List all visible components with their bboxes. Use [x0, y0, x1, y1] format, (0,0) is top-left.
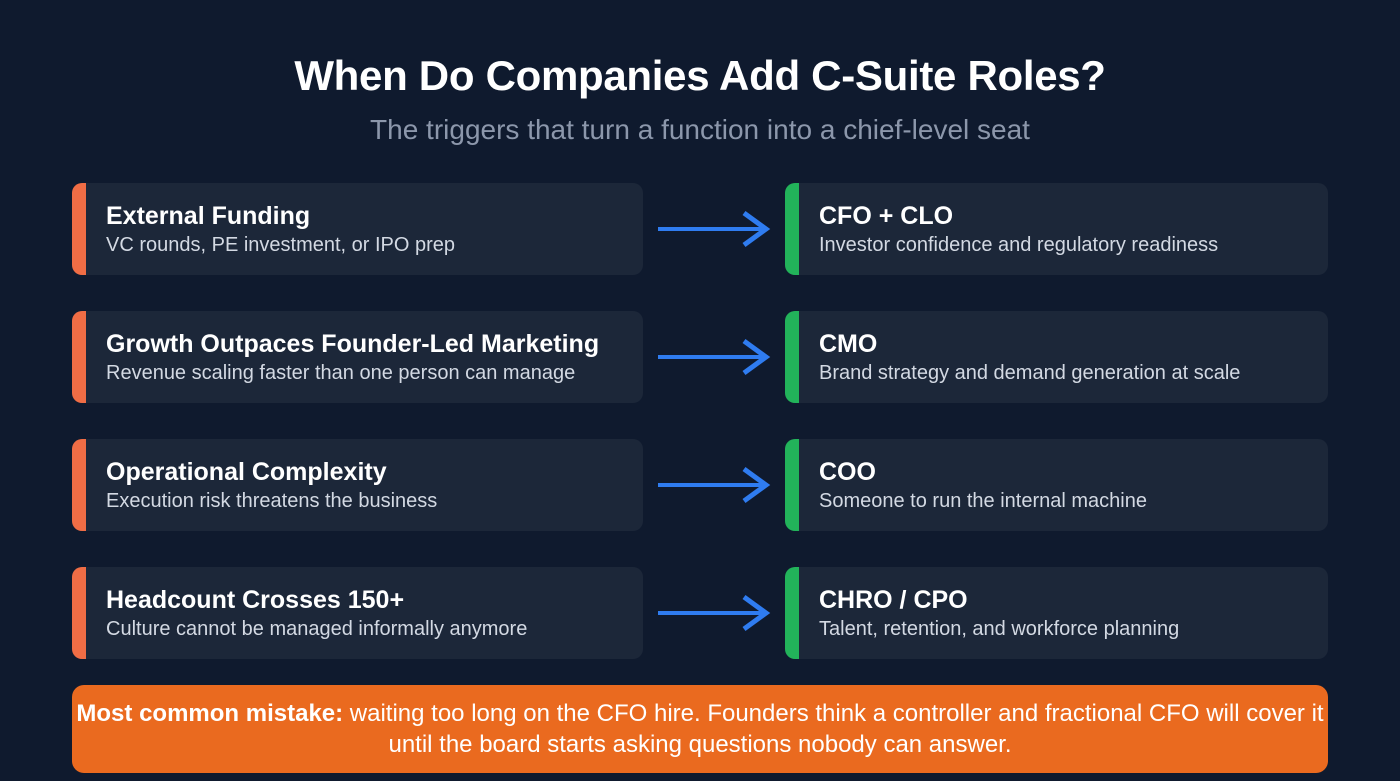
- role-title: CFO + CLO: [819, 202, 954, 230]
- page-title: When Do Companies Add C-Suite Roles?: [294, 52, 1106, 99]
- callout-label: Most common mistake:: [76, 700, 344, 727]
- trigger-title: Headcount Crosses 150+: [106, 586, 405, 614]
- role-title: CHRO / CPO: [819, 586, 968, 614]
- trigger-description: Revenue scaling faster than one person c…: [106, 362, 576, 384]
- role-accent-bar: [785, 439, 799, 531]
- trigger-card: Growth Outpaces Founder-Led Marketing Re…: [72, 311, 643, 403]
- role-description: Talent, retention, and workforce plannin…: [819, 618, 1180, 640]
- trigger-role-row: Headcount Crosses 150+ Culture cannot be…: [0, 567, 1400, 659]
- trigger-accent-bar: [72, 183, 86, 275]
- arrow-right-icon: [658, 466, 771, 504]
- role-title: COO: [819, 458, 876, 486]
- page-subtitle: The triggers that turn a function into a…: [370, 114, 1030, 145]
- trigger-card: Headcount Crosses 150+ Culture cannot be…: [72, 567, 643, 659]
- arrow-right-icon: [658, 338, 771, 376]
- role-card: CFO + CLO Investor confidence and regula…: [785, 183, 1328, 275]
- role-description: Investor confidence and regulatory readi…: [819, 234, 1219, 256]
- role-card: CMO Brand strategy and demand generation…: [785, 311, 1328, 403]
- trigger-card: External Funding VC rounds, PE investmen…: [72, 183, 643, 275]
- trigger-title: Growth Outpaces Founder-Led Marketing: [106, 330, 600, 358]
- role-accent-bar: [785, 311, 799, 403]
- role-description: Someone to run the internal machine: [819, 490, 1147, 512]
- trigger-description: Culture cannot be managed informally any…: [106, 618, 528, 640]
- role-accent-bar: [785, 183, 799, 275]
- mistake-callout: Most common mistake: waiting too long on…: [72, 685, 1328, 773]
- role-description: Brand strategy and demand generation at …: [819, 362, 1241, 384]
- trigger-role-row: External Funding VC rounds, PE investmen…: [0, 183, 1400, 275]
- trigger-title: Operational Complexity: [106, 458, 387, 486]
- role-card: COO Someone to run the internal machine: [785, 439, 1328, 531]
- trigger-title: External Funding: [106, 202, 311, 230]
- arrow-right-icon: [658, 594, 771, 632]
- role-accent-bar: [785, 567, 799, 659]
- trigger-role-row: Growth Outpaces Founder-Led Marketing Re…: [0, 311, 1400, 403]
- arrow-right-icon: [658, 210, 771, 248]
- role-title: CMO: [819, 330, 878, 358]
- role-card: CHRO / CPO Talent, retention, and workfo…: [785, 567, 1328, 659]
- trigger-role-row: Operational Complexity Execution risk th…: [0, 439, 1400, 531]
- trigger-description: VC rounds, PE investment, or IPO prep: [106, 234, 456, 256]
- trigger-description: Execution risk threatens the business: [106, 490, 438, 512]
- trigger-accent-bar: [72, 439, 86, 531]
- trigger-accent-bar: [72, 311, 86, 403]
- trigger-accent-bar: [72, 567, 86, 659]
- callout-text: waiting too long on the CFO hire. Founde…: [343, 700, 1324, 758]
- trigger-card: Operational Complexity Execution risk th…: [72, 439, 643, 531]
